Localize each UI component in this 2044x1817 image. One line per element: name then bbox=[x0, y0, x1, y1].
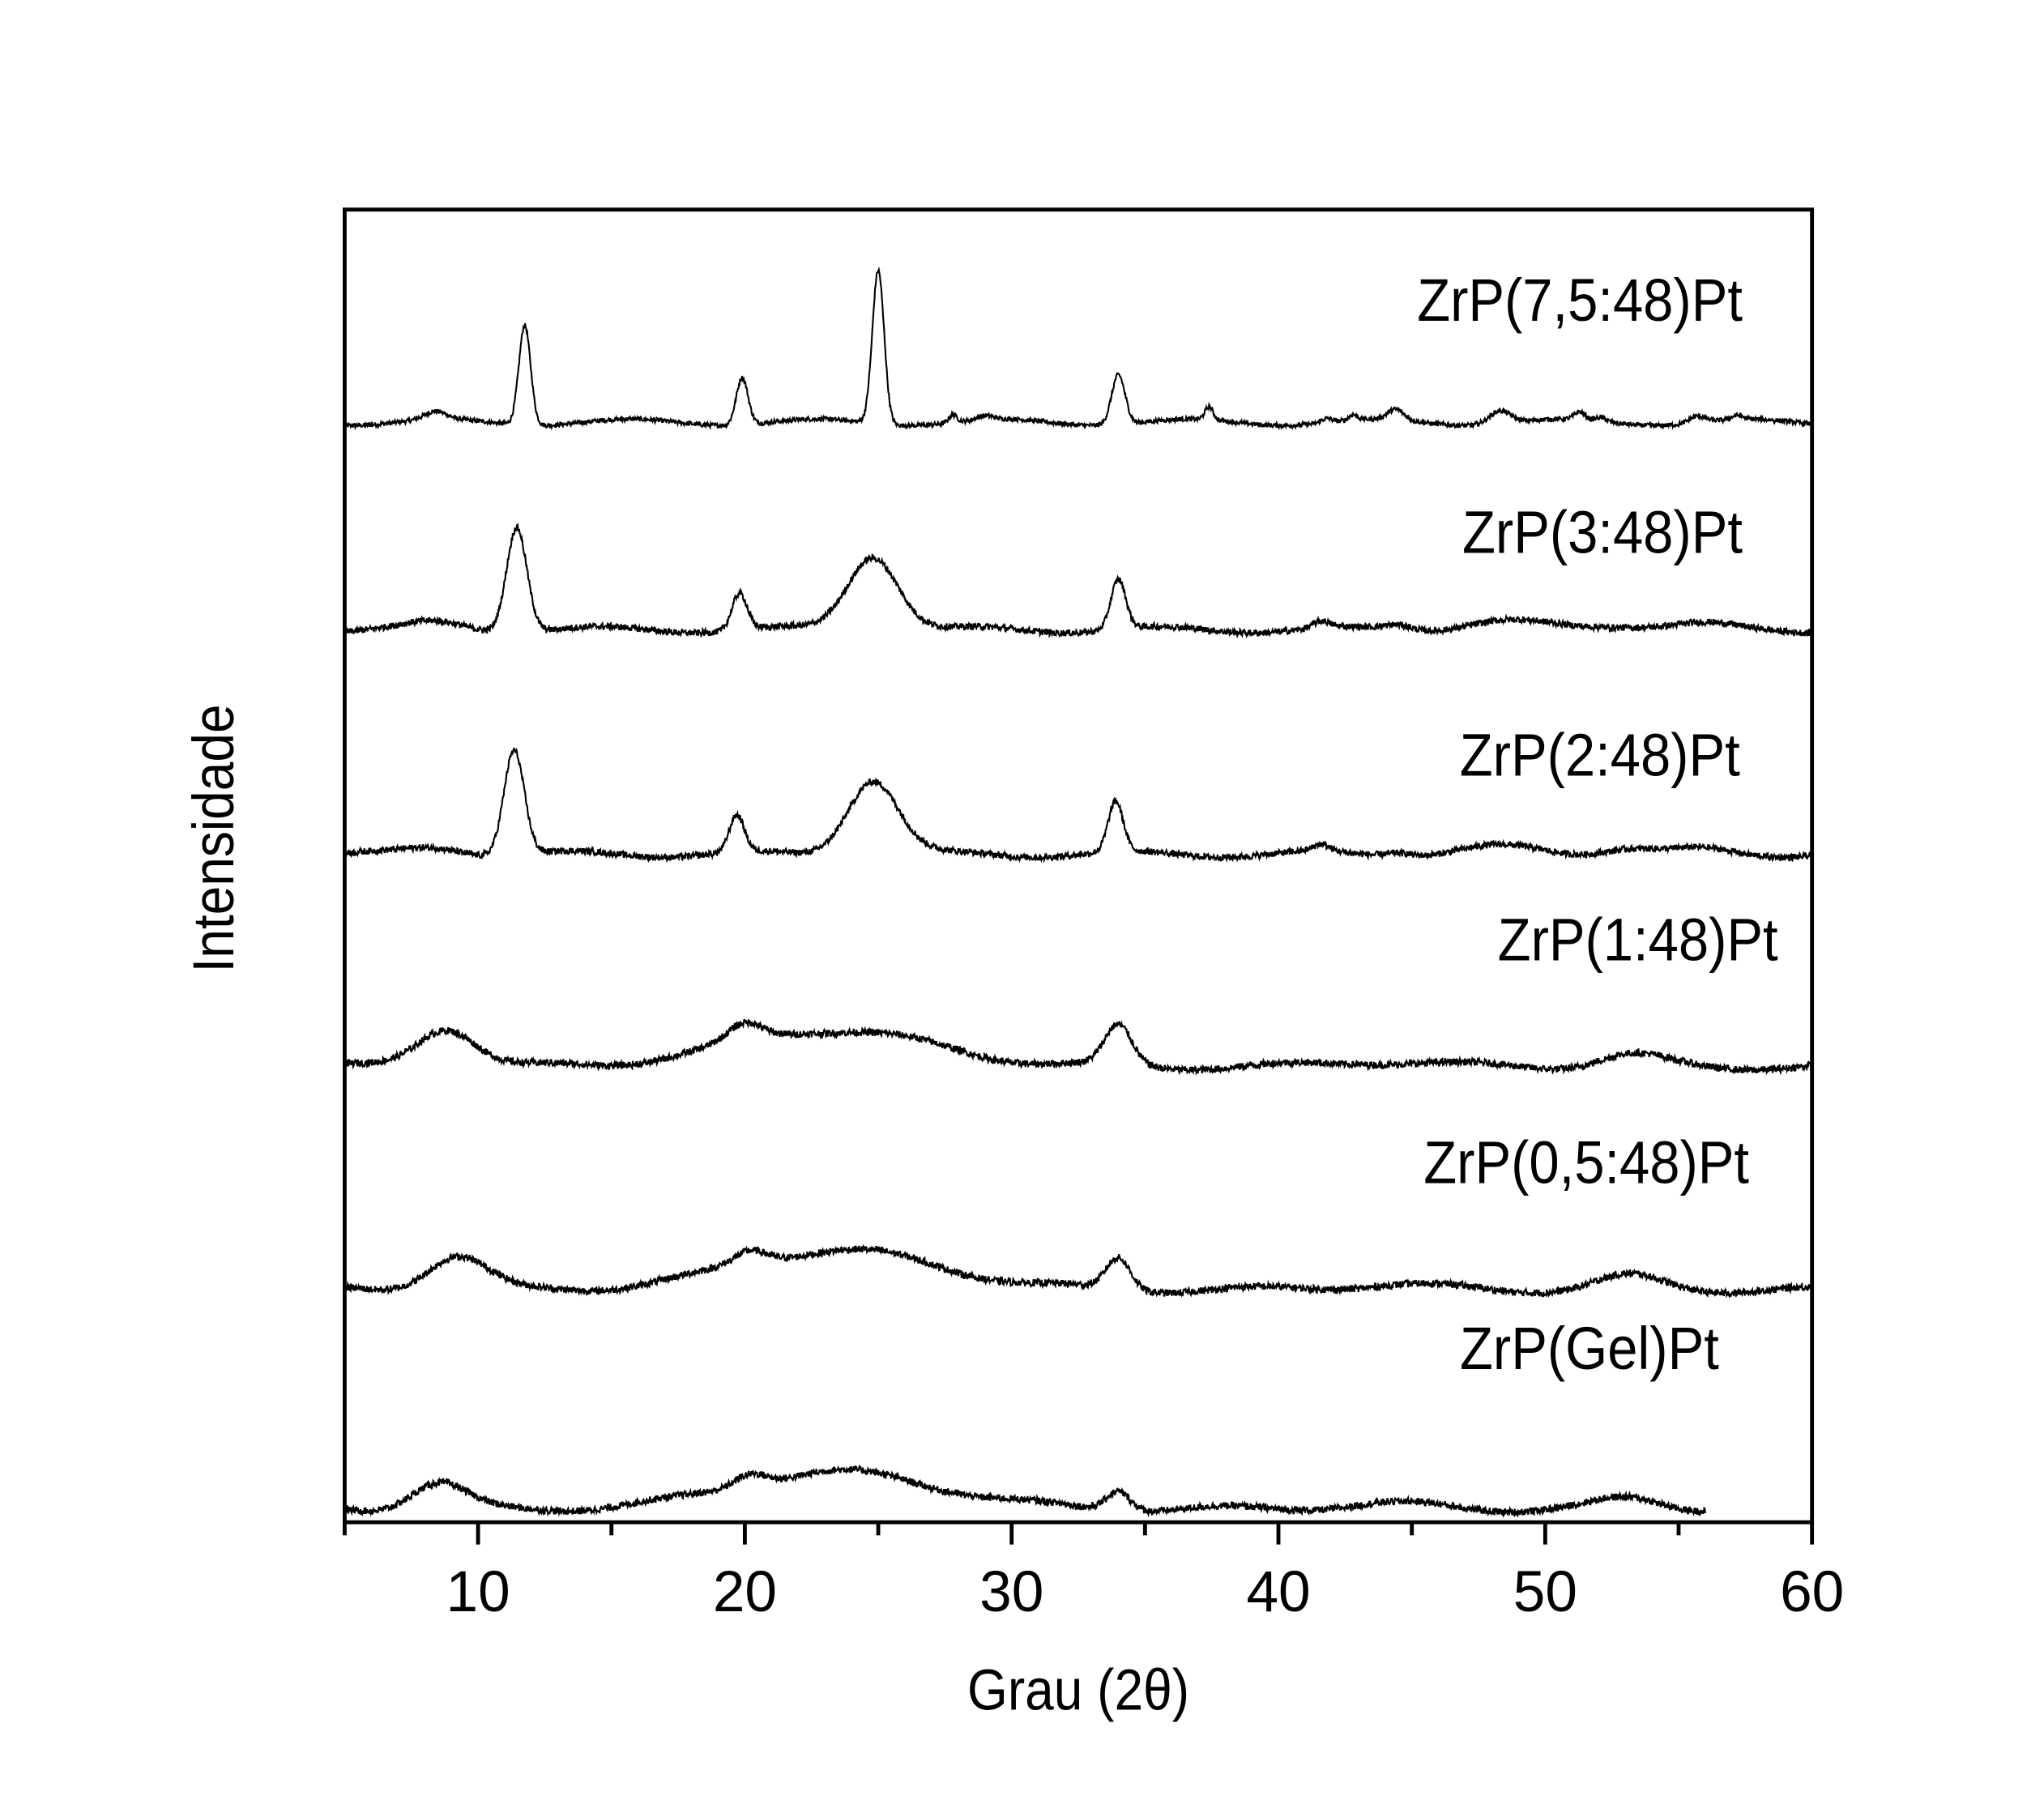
series-line-1 bbox=[344, 522, 1813, 639]
x-axis-label: Grau (2θ) bbox=[967, 1658, 1189, 1722]
series-label: ZrP(1:48)Pt bbox=[1498, 906, 1778, 973]
traces bbox=[344, 266, 1813, 1518]
series-label: ZrP(Gel)Pt bbox=[1460, 1315, 1719, 1382]
series-line-2 bbox=[344, 747, 1813, 864]
x-tick-label: 40 bbox=[1246, 1560, 1310, 1624]
series-label: ZrP(7,5:48)Pt bbox=[1417, 267, 1743, 334]
x-tick-label: 50 bbox=[1513, 1560, 1577, 1624]
x-axis-ticks bbox=[343, 1522, 1815, 1545]
x-tick-label: 20 bbox=[713, 1560, 777, 1624]
x-tick-label: 30 bbox=[979, 1560, 1043, 1624]
series-line-3 bbox=[344, 1018, 1813, 1076]
series-label: ZrP(0,5:48)Pt bbox=[1423, 1128, 1749, 1196]
series-label: ZrP(2:48)Pt bbox=[1460, 721, 1740, 788]
x-axis-tick-labels: 10 20 30 40 50 60 bbox=[446, 1560, 1845, 1624]
series-line-4 bbox=[344, 1243, 1813, 1299]
series-labels: ZrP(7,5:48)PtZrP(3:48)PtZrP(2:48)PtZrP(1… bbox=[1417, 267, 1778, 1382]
plot-frame bbox=[343, 207, 1815, 1525]
y-axis-label: Intensidade bbox=[182, 704, 246, 972]
x-tick-label: 60 bbox=[1780, 1560, 1844, 1624]
x-tick-label: 10 bbox=[446, 1560, 510, 1624]
series-line-5 bbox=[344, 1465, 1706, 1518]
series-line-0 bbox=[344, 266, 1812, 431]
series-label: ZrP(3:48)Pt bbox=[1462, 498, 1743, 565]
